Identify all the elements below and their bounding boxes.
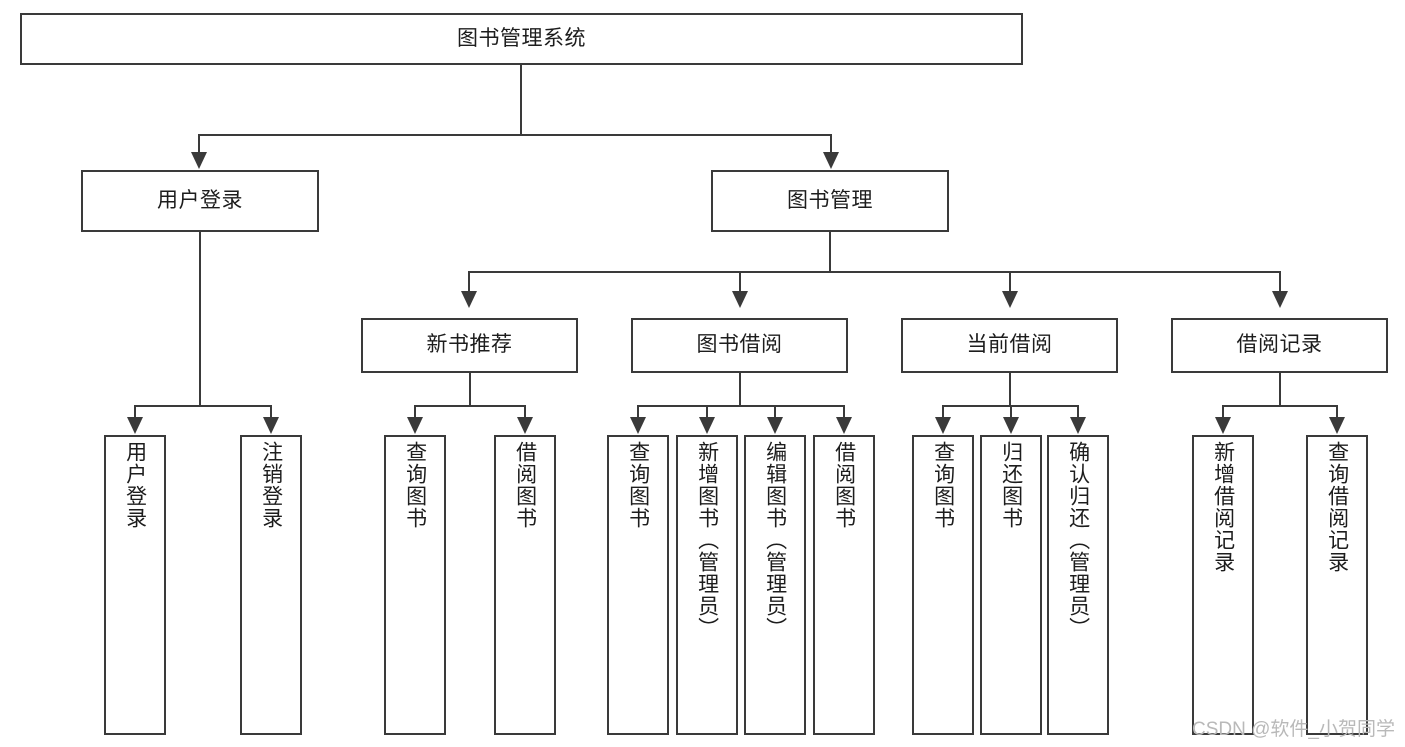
watermark-text: CSDN @软件_小贺同学 [1192, 719, 1395, 740]
node-label: 编辑图书（管理员） [763, 441, 787, 639]
leaf-bb-add-book[interactable]: 新增图书（管理员） [676, 435, 738, 735]
arrowhead-leaf-bb-borrow-book [836, 417, 852, 434]
connector-nbr-drop-2 [524, 405, 526, 419]
leaf-logout[interactable]: 注销登录 [240, 435, 302, 735]
node-current-borrow[interactable]: 当前借阅 [901, 318, 1118, 373]
arrowhead-to-new-book-recommend [461, 291, 477, 308]
node-label: 查询图书 [626, 441, 650, 529]
connector-to-user-login [198, 134, 200, 154]
connector-nbr-drop-1 [414, 405, 416, 419]
node-book-borrow[interactable]: 图书借阅 [631, 318, 848, 373]
node-label: 查询图书 [931, 441, 955, 529]
connector-new-book-recommend-bus [414, 405, 526, 407]
connector-user-login-bus [134, 405, 270, 407]
connector-book-management-stem [829, 232, 831, 272]
connector-book-borrow-bus [637, 405, 845, 407]
leaf-cb-confirm-return[interactable]: 确认归还（管理员） [1047, 435, 1109, 735]
node-label: 图书管理 [787, 188, 873, 212]
node-label: 归还图书 [999, 441, 1023, 529]
connector-to-book-borrow [739, 271, 741, 293]
arrowhead-leaf-logout [263, 417, 279, 434]
node-label: 确认归还（管理员） [1066, 441, 1090, 639]
node-user-login[interactable]: 用户登录 [81, 170, 319, 232]
node-root-book-management-system[interactable]: 图书管理系统 [20, 13, 1023, 65]
leaf-user-login[interactable]: 用户登录 [104, 435, 166, 735]
node-label: 用户登录 [123, 441, 147, 529]
connector-to-new-book-recommend [468, 271, 470, 293]
leaf-bb-borrow-book[interactable]: 借阅图书 [813, 435, 875, 735]
node-book-management[interactable]: 图书管理 [711, 170, 949, 232]
leaf-nbr-borrow-book[interactable]: 借阅图书 [494, 435, 556, 735]
leaf-cb-query-book[interactable]: 查询图书 [912, 435, 974, 735]
connector-borrow-record-bus [1222, 405, 1338, 407]
node-label: 新增借阅记录 [1211, 441, 1235, 573]
node-label: 图书管理系统 [457, 26, 586, 50]
connector-br-drop-2 [1336, 405, 1338, 419]
node-label: 查询借阅记录 [1325, 441, 1349, 573]
leaf-cb-return-book[interactable]: 归还图书 [980, 435, 1042, 735]
arrowhead-to-current-borrow [1002, 291, 1018, 308]
leaf-bb-edit-book[interactable]: 编辑图书（管理员） [744, 435, 806, 735]
connector-cb-drop-3 [1077, 405, 1079, 419]
arrowhead-leaf-nbr-query-book [407, 417, 423, 434]
connector-to-borrow-record [1279, 271, 1281, 293]
node-label: 注销登录 [259, 441, 283, 529]
connector-cb-drop-1 [942, 405, 944, 419]
connector-current-borrow-stem [1009, 373, 1011, 406]
arrowhead-leaf-cb-return-book [1003, 417, 1019, 434]
leaf-nbr-query-book[interactable]: 查询图书 [384, 435, 446, 735]
leaf-br-query-record[interactable]: 查询借阅记录 [1306, 435, 1368, 735]
connector-new-book-recommend-stem [469, 373, 471, 406]
connector-cb-drop-2 [1010, 405, 1012, 419]
arrowhead-to-borrow-record [1272, 291, 1288, 308]
arrowhead-to-book-borrow [732, 291, 748, 308]
connector-bb-drop-1 [637, 405, 639, 419]
leaf-bb-query-book[interactable]: 查询图书 [607, 435, 669, 735]
node-label: 借阅记录 [1236, 333, 1323, 357]
connector-borrow-record-stem [1279, 373, 1281, 406]
node-label: 借阅图书 [832, 441, 856, 529]
arrowhead-leaf-cb-confirm-return [1070, 417, 1086, 434]
connector-user-login-drop-2 [270, 405, 272, 419]
node-borrow-record[interactable]: 借阅记录 [1171, 318, 1388, 373]
connector-root-stem [520, 65, 522, 135]
connector-level3-bus [468, 271, 1281, 273]
node-label: 用户登录 [157, 188, 243, 212]
connector-user-login-stem [199, 232, 201, 406]
arrowhead-leaf-br-query-record [1329, 417, 1345, 434]
connector-level2-bus [198, 134, 832, 136]
connector-bb-drop-2 [706, 405, 708, 419]
arrowhead-leaf-bb-add-book [699, 417, 715, 434]
connector-user-login-drop-1 [134, 405, 136, 419]
leaf-br-add-record[interactable]: 新增借阅记录 [1192, 435, 1254, 735]
node-label: 新增图书（管理员） [695, 441, 719, 639]
connector-book-borrow-stem [739, 373, 741, 406]
node-label: 当前借阅 [966, 333, 1053, 357]
arrowhead-leaf-cb-query-book [935, 417, 951, 434]
arrowhead-leaf-br-add-record [1215, 417, 1231, 434]
node-label: 借阅图书 [513, 441, 537, 529]
arrowhead-leaf-bb-query-book [630, 417, 646, 434]
connector-br-drop-1 [1222, 405, 1224, 419]
arrowhead-leaf-user-login [127, 417, 143, 434]
arrowhead-leaf-nbr-borrow-book [517, 417, 533, 434]
arrowhead-to-book-management [823, 152, 839, 169]
node-label: 查询图书 [403, 441, 427, 529]
connector-bb-drop-4 [843, 405, 845, 419]
arrowhead-leaf-bb-edit-book [767, 417, 783, 434]
connector-to-book-management [830, 134, 832, 154]
arrowhead-to-user-login [191, 152, 207, 169]
node-label: 图书借阅 [696, 333, 783, 357]
connector-bb-drop-3 [774, 405, 776, 419]
node-new-book-recommend[interactable]: 新书推荐 [361, 318, 578, 373]
node-label: 新书推荐 [426, 333, 513, 357]
connector-to-current-borrow [1009, 271, 1011, 293]
